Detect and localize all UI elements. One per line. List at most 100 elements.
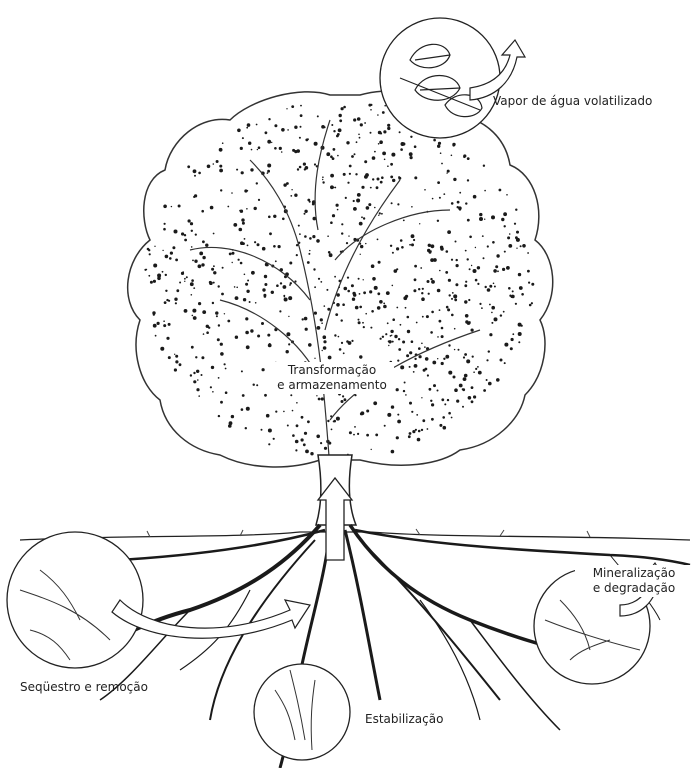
foliage-dot	[527, 270, 530, 273]
sequestration-label: Seqüestro e remoção	[20, 680, 148, 695]
foliage-dot	[472, 356, 474, 358]
foliage-dot	[379, 212, 381, 214]
foliage-dot	[347, 290, 350, 293]
foliage-dot	[444, 403, 446, 405]
foliage-dot	[440, 152, 442, 154]
foliage-dot	[396, 388, 399, 391]
foliage-dot	[471, 329, 474, 332]
foliage-dot	[279, 147, 282, 150]
foliage-dot	[286, 182, 289, 185]
foliage-dot	[496, 378, 500, 382]
foliage-dot	[316, 239, 320, 243]
foliage-dot	[216, 160, 219, 163]
foliage-dot	[475, 368, 477, 370]
foliage-dot	[174, 230, 178, 234]
foliage-dot	[427, 374, 429, 376]
foliage-dot	[187, 165, 190, 168]
foliage-dot	[469, 323, 471, 325]
foliage-dot	[447, 230, 451, 234]
foliage-dot	[473, 269, 477, 273]
foliage-dot	[366, 206, 370, 210]
foliage-dot	[330, 221, 333, 224]
foliage-dot	[220, 401, 223, 404]
foliage-dot	[197, 379, 199, 381]
foliage-dot	[240, 147, 243, 150]
foliage-dot	[359, 306, 362, 309]
foliage-dot	[317, 326, 321, 330]
foliage-dot	[387, 413, 391, 417]
foliage-dot	[286, 108, 287, 109]
foliage-dot	[502, 268, 505, 271]
foliage-dot	[512, 333, 514, 335]
foliage-dot	[309, 250, 310, 251]
foliage-dot	[430, 250, 432, 252]
foliage-dot	[337, 133, 340, 136]
foliage-dot	[341, 107, 344, 110]
foliage-dot	[309, 201, 311, 203]
foliage-dot	[253, 384, 255, 386]
foliage-dot	[455, 283, 458, 286]
foliage-dot	[387, 322, 389, 324]
foliage-dot	[376, 186, 379, 189]
foliage-dot	[496, 254, 499, 257]
foliage-dot	[224, 363, 226, 365]
foliage-dot	[330, 174, 334, 178]
foliage-dot	[359, 293, 361, 295]
foliage-dot	[509, 233, 511, 235]
foliage-dot	[276, 284, 279, 287]
foliage-dot	[163, 205, 167, 209]
foliage-dot	[220, 343, 223, 346]
foliage-dot	[418, 430, 421, 433]
foliage-dot	[400, 239, 403, 242]
foliage-dot	[212, 391, 214, 393]
foliage-dot	[392, 252, 394, 254]
foliage-dot	[232, 262, 233, 263]
foliage-dot	[431, 418, 434, 421]
foliage-dot	[497, 270, 499, 272]
foliage-dot	[347, 182, 349, 184]
foliage-dot	[467, 179, 469, 181]
foliage-dot	[363, 291, 366, 294]
foliage-dot	[528, 282, 530, 284]
foliage-dot	[371, 310, 374, 313]
foliage-dot	[219, 165, 222, 168]
foliage-dot	[262, 247, 266, 251]
foliage-dot	[378, 215, 379, 216]
foliage-dot	[330, 155, 333, 158]
foliage-dot	[299, 233, 301, 235]
foliage-dot	[451, 202, 454, 205]
foliage-dot	[247, 280, 249, 282]
foliage-dot	[205, 244, 208, 247]
foliage-dot	[174, 298, 177, 301]
foliage-dot	[295, 449, 297, 451]
foliage-dot	[439, 309, 441, 311]
foliage-dot	[529, 304, 532, 307]
foliage-dot	[388, 340, 391, 343]
foliage-dot	[494, 286, 496, 288]
foliage-dot	[283, 295, 285, 297]
foliage-dot	[326, 289, 328, 291]
foliage-dot	[316, 435, 320, 439]
foliage-dot	[432, 361, 436, 365]
foliage-dot	[227, 206, 229, 208]
foliage-dot	[421, 343, 423, 345]
foliage-dot	[343, 106, 346, 109]
foliage-dot	[485, 286, 487, 288]
foliage-dot	[262, 288, 265, 291]
foliage-dot	[397, 420, 401, 424]
foliage-dot	[500, 314, 502, 316]
foliage-dot	[368, 203, 371, 206]
foliage-dot	[414, 145, 417, 148]
foliage-dot	[215, 311, 218, 314]
foliage-dot	[475, 247, 476, 248]
foliage-dot	[345, 197, 347, 199]
mineralization-label: Mineralização e degradação	[575, 565, 693, 597]
foliage-dot	[382, 336, 384, 338]
foliage-dot	[506, 266, 510, 270]
foliage-dot	[304, 210, 307, 213]
foliage-dot	[486, 379, 488, 381]
foliage-dot	[236, 287, 238, 289]
foliage-dot	[371, 264, 375, 268]
foliage-dot	[465, 320, 468, 323]
foliage-dot	[384, 159, 386, 161]
